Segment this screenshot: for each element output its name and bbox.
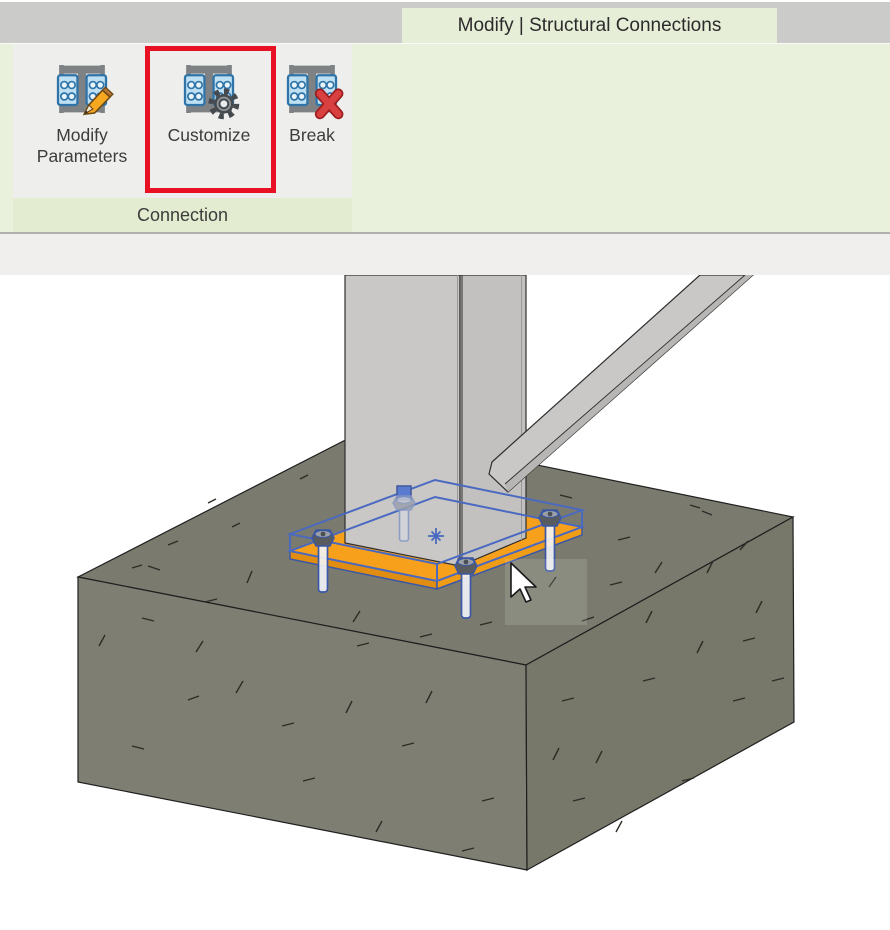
break-label-line1: Break [289, 125, 335, 145]
anchor-bolt-west [311, 529, 335, 593]
steel-column[interactable] [344, 275, 527, 567]
steel-connection-pencil-icon [56, 65, 114, 116]
diagonal-brace[interactable] [488, 275, 754, 493]
anchor-bolt-rear [392, 495, 416, 542]
customize-button[interactable]: Customize [148, 44, 270, 198]
anchor-bolt-south [454, 557, 478, 619]
modify-parameters-button[interactable]: Modify Parameters [20, 44, 144, 198]
tab-modify-structural-connections[interactable]: Modify | Structural Connections [402, 8, 777, 43]
ribbon: Modify Parameters Custom [0, 43, 890, 233]
steel-connection-gear-icon [183, 65, 240, 120]
modify-parameters-label-line1: Modify [56, 125, 108, 145]
mouse-cursor [510, 562, 537, 603]
connection-symbol-star [428, 528, 444, 544]
ribbon-bottom-divider [0, 232, 890, 234]
3d-viewport[interactable] [0, 275, 890, 930]
customize-label-line1: Customize [167, 125, 251, 145]
concrete-texture-marks [98, 474, 785, 852]
connection-panel-label: Connection [13, 198, 352, 233]
steel-connection-red-x-icon [286, 65, 344, 120]
anchor-bolts [311, 495, 562, 619]
break-button[interactable]: Break [272, 44, 352, 198]
anchor-bolt-east [538, 509, 562, 572]
options-strip [0, 234, 890, 275]
modify-parameters-label-line2: Parameters [36, 146, 128, 166]
